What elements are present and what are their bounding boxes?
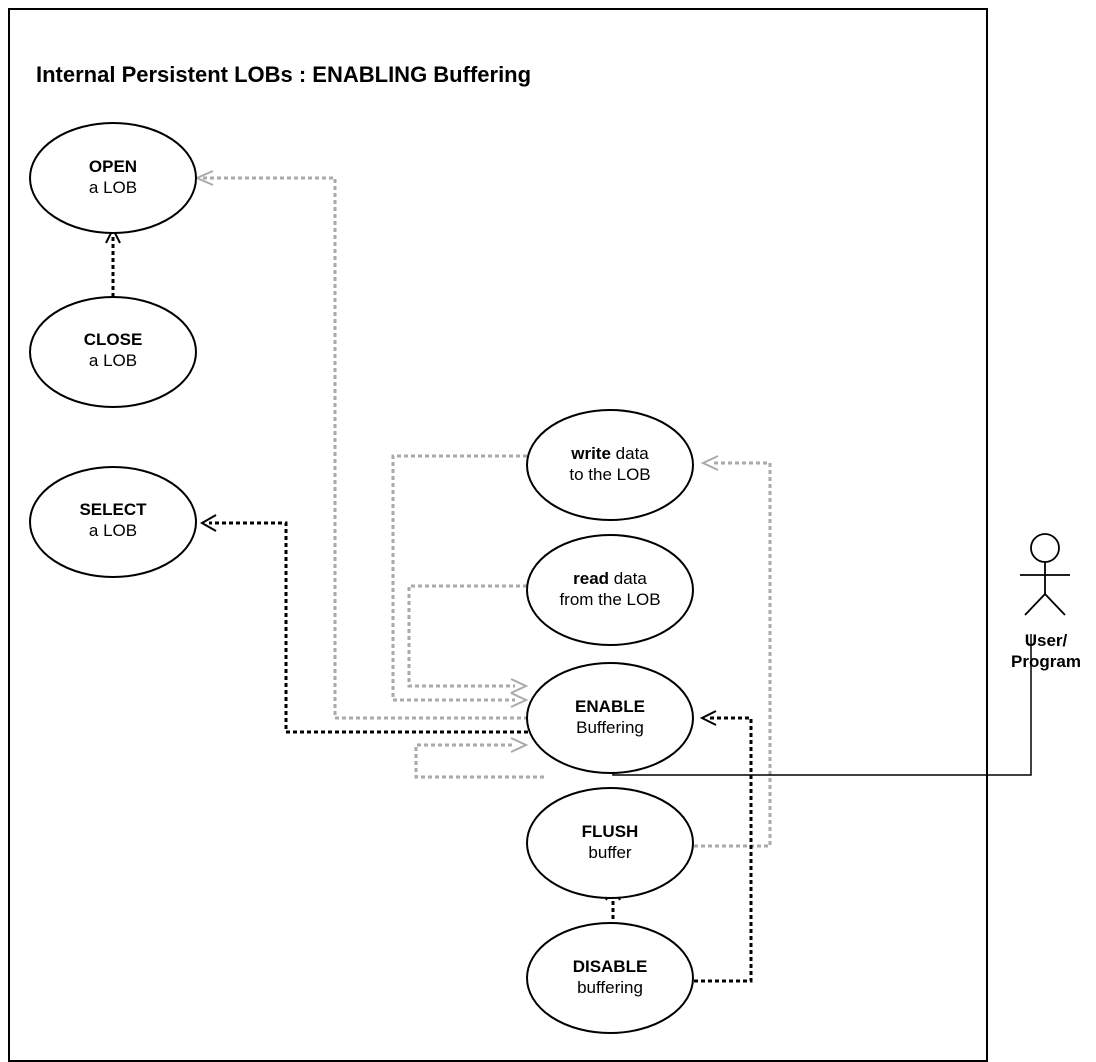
actor-user-program[interactable]: User/Program — [1011, 533, 1081, 671]
diagram-frame — [8, 8, 988, 1062]
connector-enable-to-select — [199, 514, 528, 734]
diagram-title: Internal Persistent LOBs : ENABLING Buff… — [36, 62, 531, 87]
connector-disable-to-enable — [694, 710, 753, 983]
connector-close-to-open — [105, 226, 121, 297]
actor-label: User/Program — [1011, 631, 1081, 671]
use-case-read[interactable] — [526, 534, 694, 646]
connector-enable-to-open — [194, 170, 528, 720]
connector-flush-to-enable — [414, 737, 544, 779]
use-case-flush[interactable] — [526, 787, 694, 899]
use-case-select[interactable] — [29, 466, 197, 578]
use-case-enable[interactable] — [526, 662, 694, 774]
connector-enable-to-actor — [612, 634, 1032, 776]
use-case-close[interactable] — [29, 296, 197, 408]
connector-read-to-enable — [407, 584, 529, 694]
connector-write-to-enable — [391, 454, 529, 708]
use-case-disable[interactable] — [526, 922, 694, 1034]
use-case-open[interactable] — [29, 122, 197, 234]
connector-flush-to-write — [694, 455, 772, 848]
use-case-write[interactable] — [526, 409, 694, 521]
